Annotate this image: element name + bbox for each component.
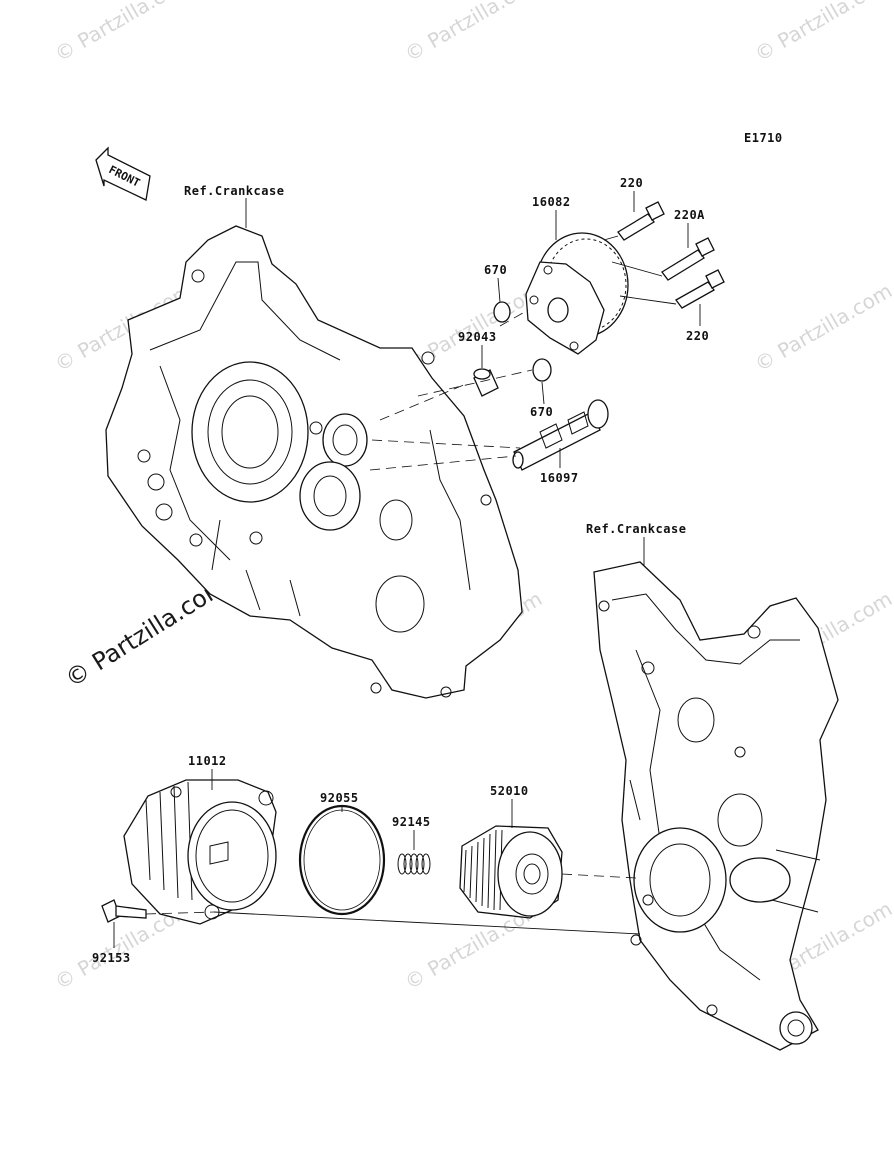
part-label-11012: 11012 (188, 754, 227, 768)
bolt-220-top-drawing (617, 201, 665, 241)
ref-crankcase-lower-label: Ref.Crankcase (586, 522, 686, 536)
part-label-670-bottom: 670 (530, 405, 553, 419)
part-label-92153: 92153 (92, 951, 131, 965)
part-label-16097: 16097 (540, 471, 579, 485)
part-label-92043: 92043 (458, 330, 497, 344)
dowel-pin-92043-drawing (473, 368, 499, 397)
part-label-52010: 52010 (490, 784, 529, 798)
part-label-220a: 220A (674, 208, 705, 222)
watermark: © Partzilla.com (751, 0, 894, 66)
oil-filter-cover-11012-drawing (123, 779, 277, 925)
spring-92145-drawing (397, 853, 431, 875)
part-label-220-bottom: 220 (686, 329, 709, 343)
oil-pump-gear-drawing (525, 232, 629, 355)
crankcase-lower-drawing (593, 561, 839, 1051)
oil-strainer-16097-drawing (512, 399, 609, 471)
part-label-220-top: 220 (620, 176, 643, 190)
oil-filter-52010-drawing (459, 825, 563, 919)
bolt-220a-drawing (661, 237, 715, 281)
part-label-92055: 92055 (320, 791, 359, 805)
bolt-220-bottom-drawing (675, 269, 725, 309)
part-label-16082: 16082 (532, 195, 571, 209)
watermark: © Partzilla.com (751, 278, 894, 376)
ref-crankcase-upper-label: Ref.Crankcase (184, 184, 284, 198)
o-ring-670-bottom-drawing (532, 358, 552, 382)
watermark: © Partzilla.com (401, 278, 547, 376)
watermark: © Partzilla.com (401, 0, 547, 66)
crankcase-upper-drawing (105, 225, 523, 699)
part-label-670-top: 670 (484, 263, 507, 277)
part-label-92145: 92145 (392, 815, 431, 829)
front-arrow-icon: FRONT (95, 146, 151, 201)
o-ring-670-top-drawing (493, 301, 511, 323)
bolt-92153-drawing (101, 899, 147, 923)
o-ring-92055-drawing (298, 804, 386, 916)
watermark: © Partzilla.com (51, 0, 197, 66)
diagram-code: E1710 (744, 131, 783, 145)
